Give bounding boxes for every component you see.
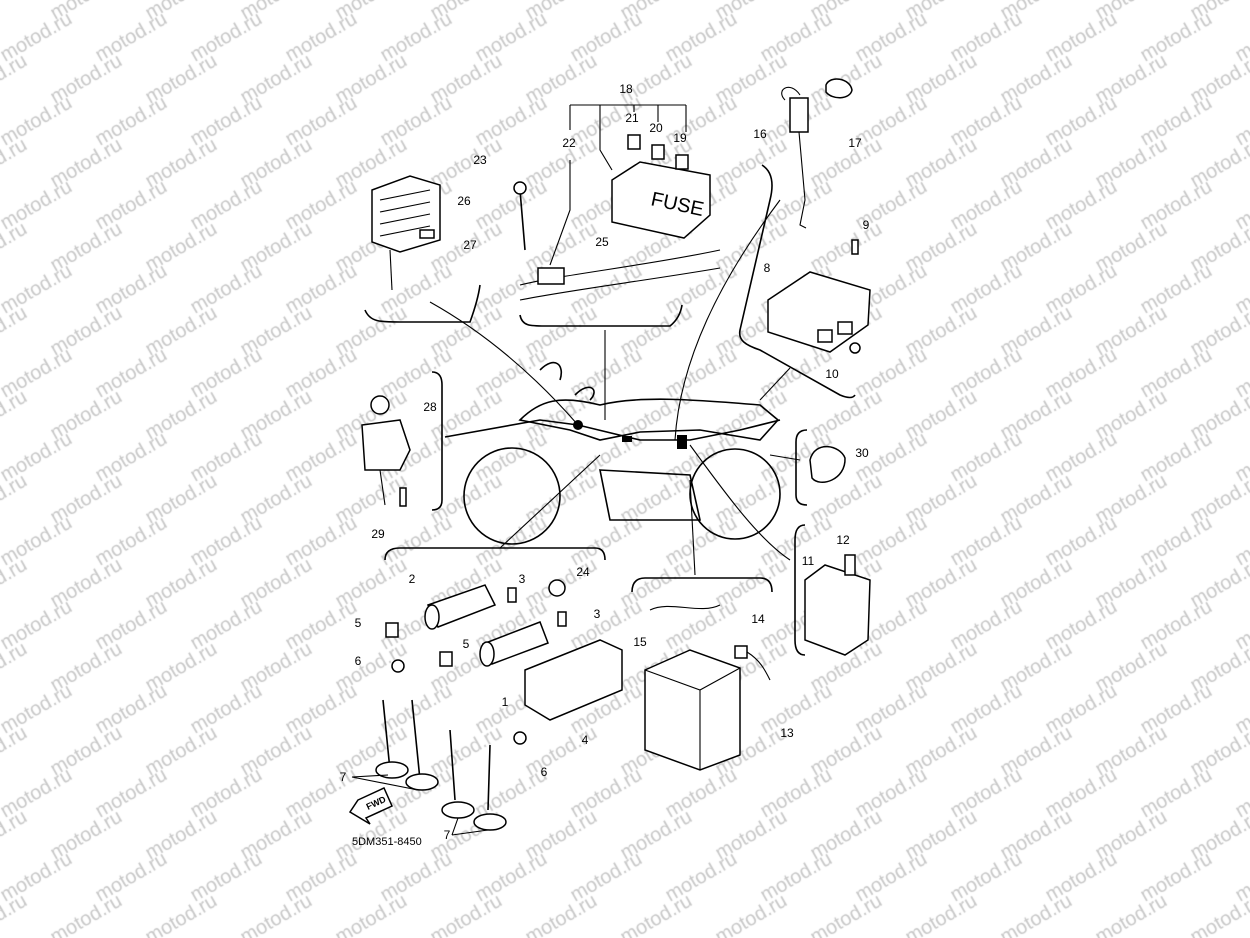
callout-7: 7	[340, 770, 347, 784]
group-brackets	[364, 164, 856, 656]
callout-11: 11	[802, 554, 815, 568]
callout-7: 7	[444, 828, 451, 842]
callout-20: 20	[649, 121, 663, 135]
callout-28: 28	[423, 400, 437, 414]
motorcycle-outline	[463, 361, 781, 545]
callout-22: 22	[562, 136, 576, 150]
callout-9: 9	[863, 218, 870, 232]
callout-14: 14	[751, 612, 765, 626]
callout-24: 24	[576, 565, 590, 579]
callout-29: 29	[371, 527, 385, 541]
callout-5: 5	[355, 616, 362, 630]
callout-6: 6	[541, 765, 548, 779]
callout-2: 2	[409, 572, 416, 586]
callout-16: 16	[753, 127, 767, 141]
callout-10: 10	[825, 367, 839, 381]
part-code: 5DM351-8450	[352, 836, 422, 848]
callout-15: 15	[633, 635, 647, 649]
callout-23: 23	[473, 153, 487, 167]
callout-8: 8	[764, 261, 771, 275]
callout-27: 27	[463, 238, 477, 252]
callout-30: 30	[855, 446, 869, 460]
callout-1: 1	[502, 695, 509, 709]
callout-3: 3	[519, 572, 526, 586]
callout-21: 21	[625, 111, 639, 125]
callout-12: 12	[836, 533, 850, 547]
callout-13: 13	[780, 726, 794, 740]
callout-4: 4	[582, 733, 589, 747]
callout-6: 6	[355, 654, 362, 668]
callout-26: 26	[457, 194, 471, 208]
callout-3: 3	[594, 607, 601, 621]
callout-25: 25	[595, 235, 609, 249]
wiring-harness	[429, 199, 801, 576]
callout-18: 18	[619, 82, 633, 96]
callout-5: 5	[463, 637, 470, 651]
components: FUSE	[348, 78, 871, 836]
callout-19: 19	[673, 131, 687, 145]
callout-17: 17	[848, 136, 862, 150]
